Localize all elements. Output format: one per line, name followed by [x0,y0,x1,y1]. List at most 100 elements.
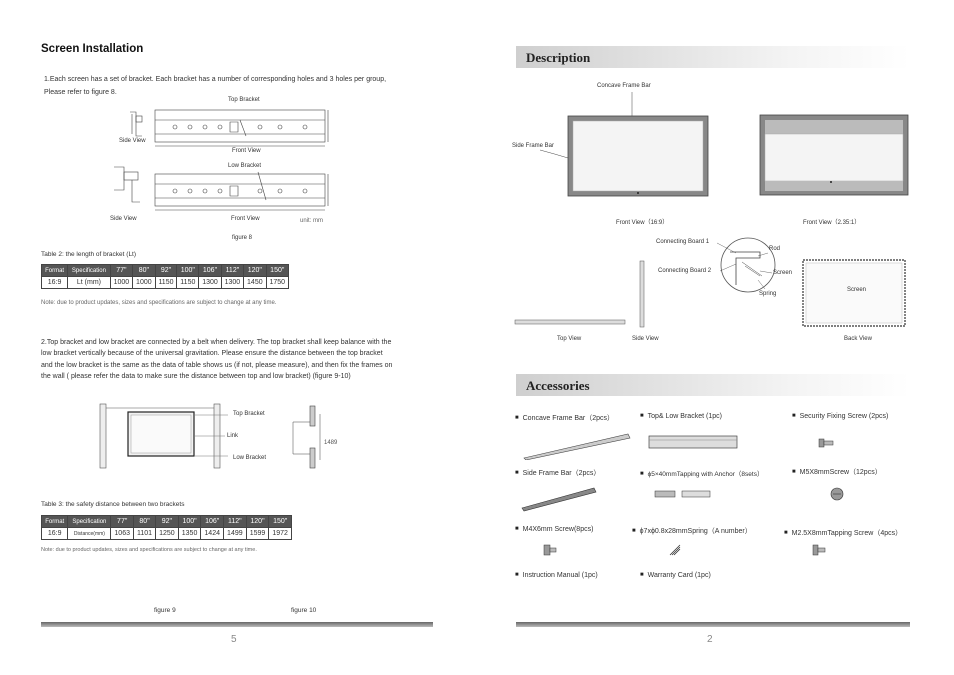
left-page-number: 5 [231,634,237,645]
side-frame-bar-label: Side Frame Bar [512,143,555,149]
table-3-note: Note: due to product updates, sizes and … [41,547,257,553]
fig8-front-view-label-2: Front View [231,216,260,222]
table-cell: 77" [110,515,135,528]
side-frame-bar-image [521,487,597,512]
table-cell: 1972 [268,527,292,540]
para1-line2: Please refer to figure 8. [44,89,117,96]
fig8-front-view-label-1: Front View [232,148,261,154]
table-cell: 150" [268,515,292,528]
tapping-anchor-icon [654,490,711,498]
top-bracket-front-view [154,109,329,147]
table-cell: 1499 [223,527,247,540]
screen-inner [130,414,192,454]
fig9-low-bracket-label: Low Bracket [233,455,267,461]
accessory-m2-5-screw: M2.5X8mmTapping Screw（4pcs） [784,528,903,538]
table-cell: 120" [245,515,270,528]
description-title: Description [526,50,591,65]
table-cell: 150" [265,264,290,277]
table-3-header: Format Specification 77" 80" 92" 100" 10… [40,515,292,528]
table-cell: 77" [109,264,134,277]
table-cell: 112" [223,515,247,528]
accessory-instruction-manual: Instruction Manual (1pc) [515,572,598,579]
table-cell: 1150 [176,276,200,289]
front-view-16-9 [539,92,709,197]
accessory-warranty-card: Warranty Card (1pc) [640,572,711,579]
screen-detail-label: Screen [773,270,793,276]
table-cell: 1350 [177,527,202,540]
fig8-low-bracket-label: Low Bracket [228,163,262,169]
accessories-title: Accessories [526,378,590,393]
accessory-m5-screw: M5X8mmScrew（12pcs） [792,467,882,477]
table-2-note: Note: due to product updates, sizes and … [41,300,277,306]
fig10-dimension-label: 1489 [324,440,338,446]
accessory-top-low-bracket: Top& Low Bracket (1pc) [640,413,722,420]
para2-line: the wall ( please refer the data to make… [41,372,351,380]
table-cell: 80" [132,264,156,277]
accessories-header: Accessories [516,374,910,396]
figure-10-diagram [292,405,321,469]
table-cell: Format [40,264,69,277]
table-cell: 16:9 [40,276,69,289]
table-cell: 1300 [198,276,222,289]
table-cell: 1424 [200,527,225,540]
accessory-security-screw: Security Fixing Screw (2pcs) [792,413,889,420]
accessory-spring: ϕ7xϕ0.8x28mmSpring（A number） [632,526,752,536]
low-bracket-profile [309,447,316,469]
fig8-top-bracket-label: Top Bracket [228,97,260,103]
fig9-top-bracket-label: Top Bracket [233,411,265,417]
fig8-side-view-label-2: Side View [110,216,137,222]
table-cell: 100" [177,515,202,528]
connection-detail [716,237,776,293]
rod-label: Rod [769,246,781,252]
connecting-board-1-label: Connecting Board 1 [656,239,710,245]
back-view-label: Back View [844,336,872,342]
table-cell: 1450 [243,276,267,289]
description-diagram [514,92,909,328]
bracket-image [648,435,738,449]
figure-10-caption: figure 10 [291,607,317,614]
para2-line: low bracket vertically because of the un… [41,350,383,358]
table-2: Format Specification 77" 80" 92" 100" 10… [40,264,290,289]
table-row: 16:9 Lt (mm) 1000 1000 1150 1150 1300 13… [40,276,290,289]
table-cell: 100" [176,264,200,277]
table-cell: 1599 [245,527,270,540]
table-cell: 16:9 [40,527,69,540]
fig8-side-view-label-1: Side View [119,138,146,144]
instruction-paragraph-2: 2.Top bracket and low bracket are connec… [41,337,441,382]
instruction-paragraph-1: 1.Each screen has a set of bracket. Each… [44,73,386,99]
accessory-concave-frame-bar: Concave Frame Bar（2pcs） [515,413,614,423]
table-cell: 1101 [133,527,157,540]
dimension-bracket [292,421,310,455]
figure-8-caption: figure 8 [232,235,253,241]
table-cell: 106" [198,264,222,277]
page-title: Screen Installation [41,43,144,55]
table-cell: 1000 [109,276,134,289]
top-view [514,319,626,325]
table-cell: 80" [133,515,157,528]
low-bracket-front-view [154,171,329,211]
fig8-unit-label: unit: mm [300,218,324,224]
back-view [802,259,906,327]
table-cell: Format [40,515,69,528]
concave-frame-bar-label: Concave Frame Bar [597,83,651,89]
wall-left-post [99,403,107,469]
description-header: Description [516,46,910,68]
security-screw-icon [818,438,834,448]
right-footer-bar [516,622,910,627]
para1-line1: 1.Each screen has a set of bracket. Each… [44,76,387,83]
accessory-side-frame-bar: Side Frame Bar（2pcs） [515,468,601,478]
para2-line: and the low bracket is the same as the d… [41,361,393,369]
table-2-caption: Table 2: the length of bracket (Lt) [41,251,137,258]
table-cell: 92" [154,264,178,277]
table-2-header: Format Specification 77" 80" 92" 100" 10… [40,264,290,277]
left-footer-bar [41,622,433,627]
table-cell: Specification [67,264,111,277]
table-cell: Lt (mm) [67,276,111,289]
figure-9-caption: figure 9 [154,607,176,614]
connecting-board-2-label: Connecting Board 2 [658,268,712,274]
table-cell: 1300 [220,276,245,289]
table-cell: Specification [67,515,112,528]
para2-line: 2.Top bracket and low bracket are connec… [41,339,392,346]
figure-9-diagram [99,403,228,469]
table-cell: 120" [243,264,267,277]
